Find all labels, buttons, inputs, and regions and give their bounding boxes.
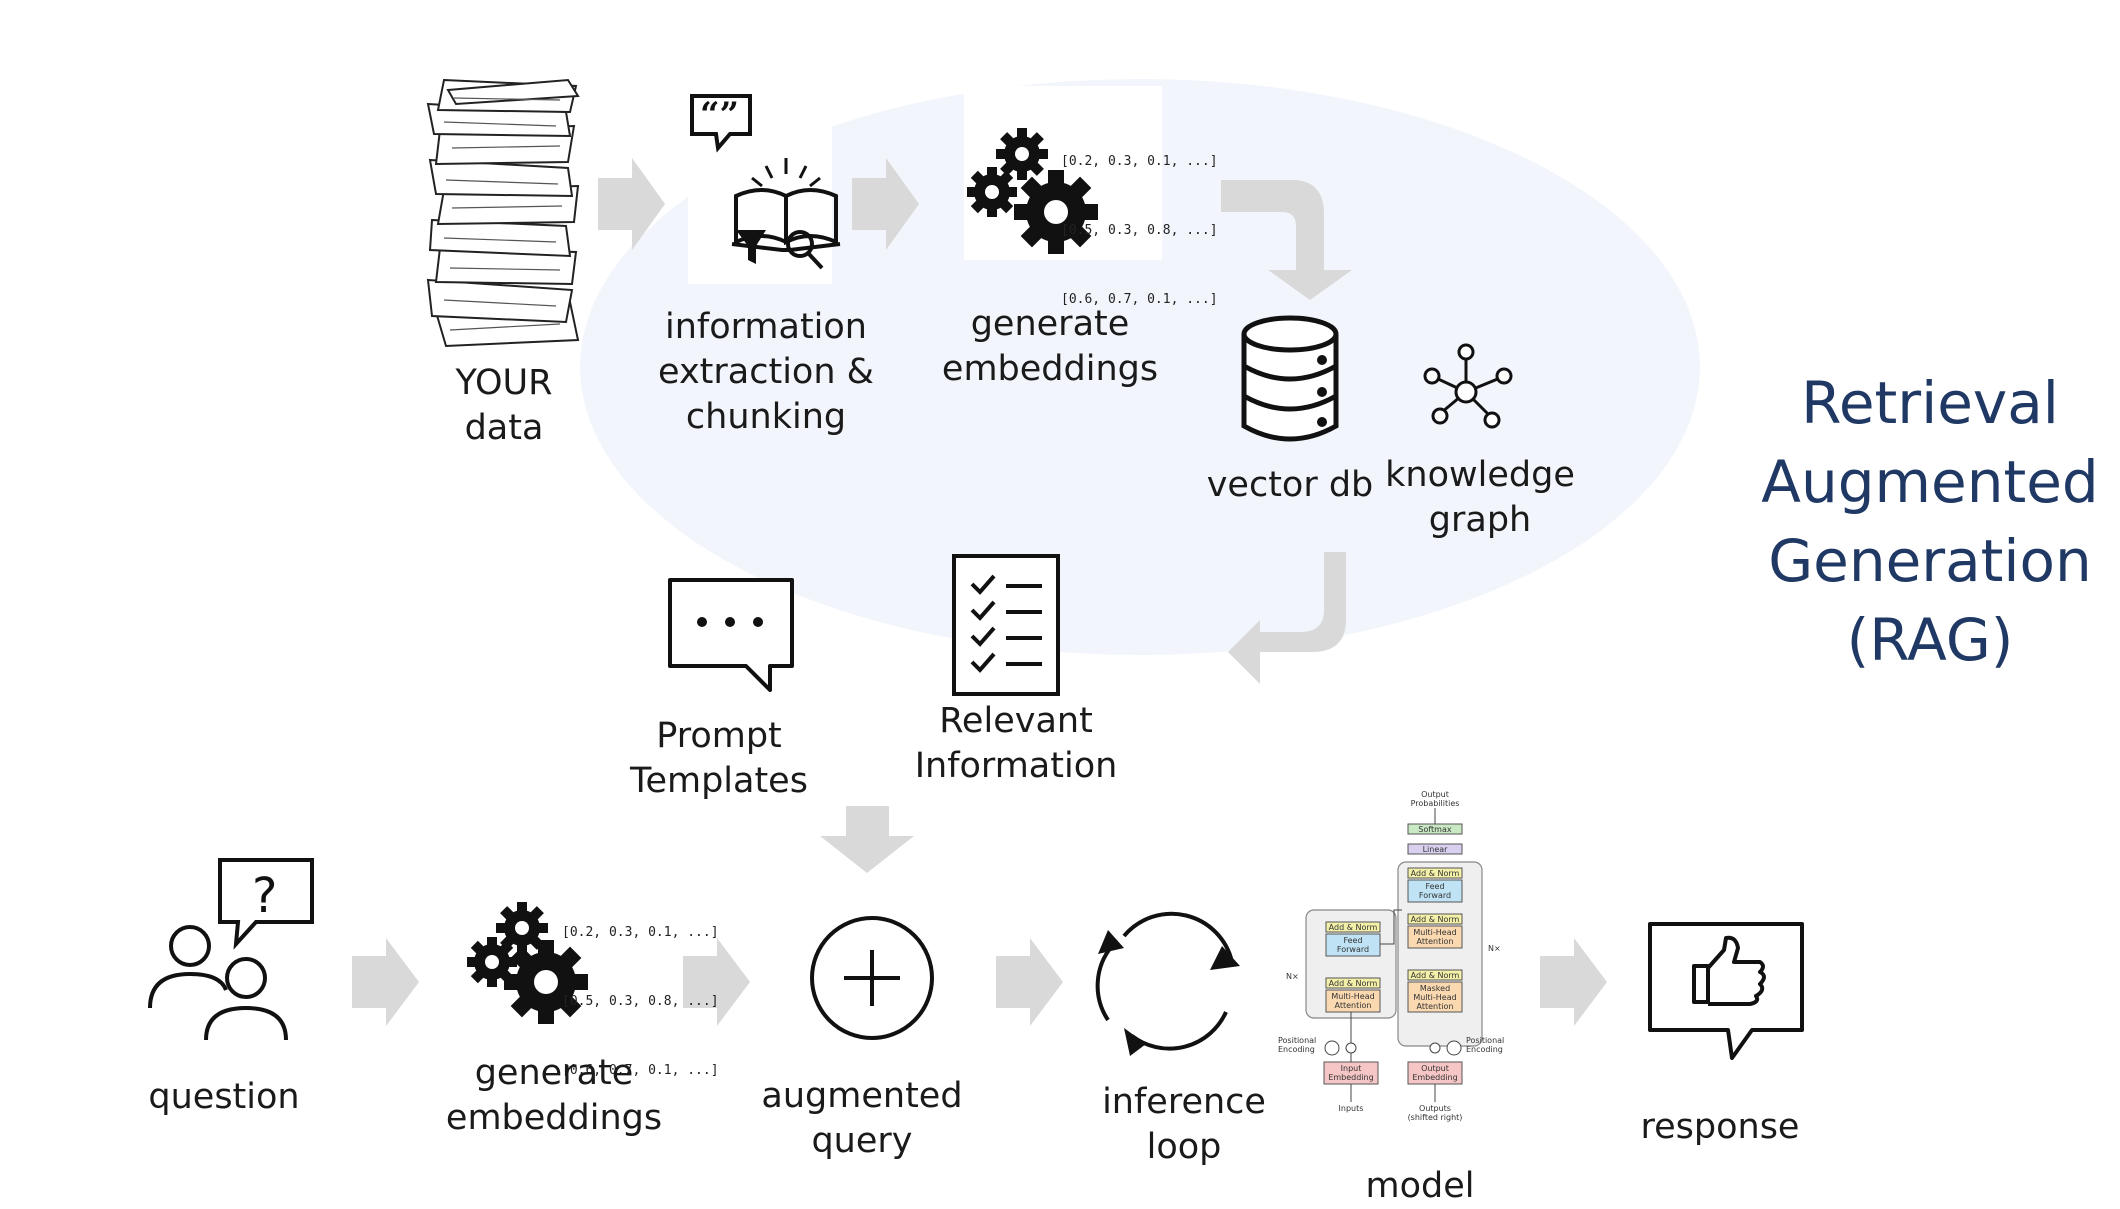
inputs-label: Inputs [1338, 1104, 1364, 1113]
augmented-query-label: augmented query [761, 1076, 963, 1161]
ingestion-embeddings-label: generate embeddings [941, 304, 1159, 389]
multi-head-attention-label: Multi-Head Attention [1331, 992, 1375, 1010]
vector-row: [0.2, 0.3, 0.1, ...] [562, 925, 719, 940]
extraction-label: information extraction & chunking [658, 307, 874, 437]
vector-list: [0.2, 0.3, 0.1, ...] [0.5, 0.3, 0.8, ...… [1061, 104, 1218, 334]
encoder-nx-label: N× [1286, 972, 1299, 981]
add-norm-label: Add & Norm [1410, 869, 1460, 878]
arrow-right-icon [352, 938, 419, 1026]
svg-text:“”: “” [700, 95, 739, 135]
arrow-down-icon [820, 806, 914, 873]
arrow-right-icon [852, 158, 919, 250]
add-norm-label: Add & Norm [1410, 971, 1460, 980]
response-label: response [1640, 1107, 1800, 1147]
vector-list: [0.2, 0.3, 0.1, ...] [0.5, 0.3, 0.8, ...… [562, 875, 719, 1105]
svg-text:?: ? [252, 868, 277, 924]
arrow-right-icon [683, 938, 750, 1026]
linear-label: Linear [1422, 845, 1448, 854]
feed-forward-label: Feed Forward [1418, 882, 1452, 900]
add-norm-label: Add & Norm [1328, 923, 1378, 932]
arrow-right-icon [996, 938, 1063, 1026]
relevant-information-label: Relevant Information [914, 701, 1118, 786]
positional-encoding-label: Positional Encoding [1466, 1036, 1505, 1054]
positional-encoding-label: Positional Encoding [1278, 1036, 1317, 1054]
add-norm-label: Add & Norm [1328, 979, 1378, 988]
knowledge-graph-label: knowledge graph [1385, 455, 1575, 540]
softmax-label: Softmax [1418, 825, 1452, 834]
vector-row: [0.5, 0.3, 0.8, ...] [562, 994, 719, 1009]
input-embedding-label: Input Embedding [1328, 1064, 1374, 1082]
question-label: question [148, 1077, 300, 1117]
curved-arrow-down-icon [1221, 180, 1352, 300]
outputs-label: Outputs (shifted right) [1407, 1104, 1463, 1122]
vector-db-label: vector db [1206, 465, 1374, 505]
inference-loop-label: inference loop [1102, 1082, 1266, 1167]
prompt-templates-label: Prompt Templates [630, 716, 808, 801]
output-probabilities-label: Output Probabilities [1410, 790, 1460, 808]
vector-row: [0.6, 0.7, 0.1, ...] [1061, 292, 1218, 307]
vector-row: [0.6, 0.7, 0.1, ...] [562, 1063, 719, 1078]
your-data-label: YOUR data [455, 363, 553, 448]
query-embeddings-label: generate embeddings [445, 1053, 663, 1138]
arrow-right-icon [1540, 938, 1607, 1026]
arrow-right-icon [598, 158, 665, 250]
vector-row: [0.2, 0.3, 0.1, ...] [1061, 154, 1218, 169]
add-norm-label: Add & Norm [1410, 915, 1460, 924]
model-label: model [1365, 1166, 1475, 1206]
masked-multi-head-attention-label: Masked Multi-Head Attention [1413, 984, 1457, 1011]
output-embedding-label: Output Embedding [1412, 1064, 1458, 1082]
vector-row: [0.5, 0.3, 0.8, ...] [1061, 223, 1218, 238]
decoder-nx-label: N× [1488, 944, 1501, 953]
feed-forward-label: Feed Forward [1336, 936, 1370, 954]
page-title: Retrieval Augmented Generation (RAG) [1761, 369, 2099, 674]
multi-head-attention-label: Multi-Head Attention [1413, 928, 1457, 946]
curved-arrow-left-icon [1228, 552, 1346, 684]
